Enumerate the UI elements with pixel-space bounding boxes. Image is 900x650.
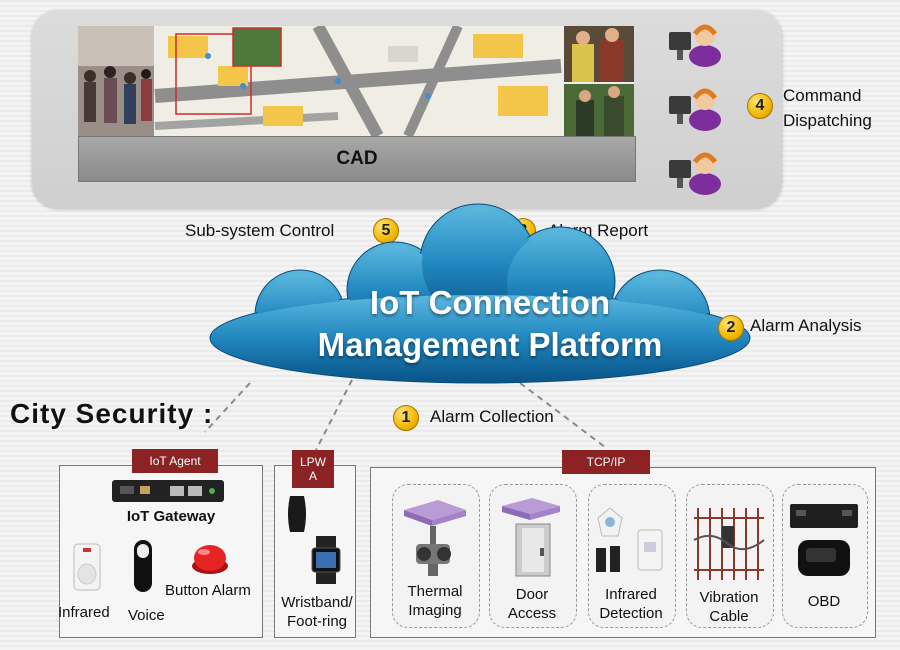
- alarm-collection-label: Alarm Collection: [430, 407, 554, 426]
- operator-icon-1: [669, 24, 721, 67]
- wristband-line2: Foot-ring: [286, 613, 348, 630]
- surveillance-image-strip: [78, 26, 634, 136]
- infrared-detection-label: Infrared Detection: [585, 585, 677, 623]
- infrared-detection-line2: Detection: [599, 605, 663, 622]
- subsystem-control-label: Sub-system Control: [185, 221, 335, 240]
- step-4-badge: 4: [747, 93, 773, 119]
- operator-icons: [669, 24, 721, 195]
- iot-agent-protocol-tag: IoT Agent: [132, 449, 218, 473]
- cad-bar: CAD: [78, 136, 636, 182]
- iot-agent-connector: [204, 382, 251, 433]
- thermal-camera-icon: [404, 500, 466, 576]
- iot-gateway-label: IoT Gateway: [126, 508, 216, 525]
- thermal-imaging-line1: Thermal: [407, 583, 463, 600]
- door-access-line2: Access: [507, 605, 557, 622]
- lpwa-connector: [315, 379, 353, 451]
- command-dispatching-label: Command Dispatching: [783, 83, 872, 133]
- thermal-imaging-line2: Imaging: [408, 602, 462, 619]
- tcpip-protocol-tag: TCP/IP: [562, 450, 650, 474]
- thermal-imaging-label: Thermal Imaging: [392, 582, 478, 620]
- iot-gateway-icon: [112, 480, 224, 502]
- infrared-detection-line1: Infrared: [605, 586, 657, 603]
- door-access-line1: Door: [515, 586, 549, 603]
- operator-icon-2: [669, 88, 721, 131]
- lpwa-protocol-line1: LPW: [299, 455, 326, 469]
- step-2-badge: 2: [718, 315, 744, 341]
- lpwa-protocol-line2: A: [308, 469, 317, 483]
- cad-label: CAD: [336, 148, 378, 169]
- city-security-title: City Security :: [10, 398, 214, 429]
- button-alarm-icon: [192, 545, 228, 574]
- wristband-icon: [288, 496, 306, 532]
- command-dispatching-line2: Dispatching: [783, 111, 872, 130]
- platform-title: IoT Connection Management Platform: [250, 282, 730, 366]
- wristband-line1: Wristband/: [281, 594, 353, 611]
- infrared-sensor-icon: [73, 543, 101, 591]
- vibration-cable-label: Vibration Cable: [686, 588, 772, 626]
- step-1-badge: 1: [393, 405, 419, 431]
- obd-device-icon: [790, 504, 858, 576]
- button-alarm-label: Button Alarm: [165, 582, 251, 599]
- alarm-analysis-label: Alarm Analysis: [750, 316, 862, 335]
- platform-line1: IoT Connection: [369, 284, 611, 321]
- door-access-icon: [502, 498, 560, 577]
- command-dispatching-line1: Command: [783, 86, 862, 105]
- voice-sensor-icon: [134, 540, 152, 592]
- smartwatch-icon: [311, 536, 341, 584]
- vibration-cable-card: [686, 484, 774, 628]
- step-5-badge: 5: [373, 218, 399, 244]
- vibration-cable-line1: Vibration: [699, 589, 759, 606]
- surveillance-images: [78, 26, 634, 136]
- obd-label: OBD: [807, 593, 841, 610]
- tcpip-connector: [519, 382, 606, 448]
- voice-label: Voice: [128, 607, 165, 624]
- operator-icon-3: [669, 152, 721, 195]
- infrared-detector-icon: [596, 507, 663, 572]
- infrared-label: Infrared: [58, 604, 110, 621]
- wristband-label: Wristband/ Foot-ring: [272, 593, 362, 631]
- vibration-cable-line2: Cable: [709, 608, 749, 625]
- vibration-fence-icon: [693, 508, 765, 580]
- door-access-label: Door Access: [489, 585, 575, 623]
- platform-line2: Management Platform: [317, 326, 663, 363]
- lpwa-protocol-tag: LPW A: [292, 450, 334, 488]
